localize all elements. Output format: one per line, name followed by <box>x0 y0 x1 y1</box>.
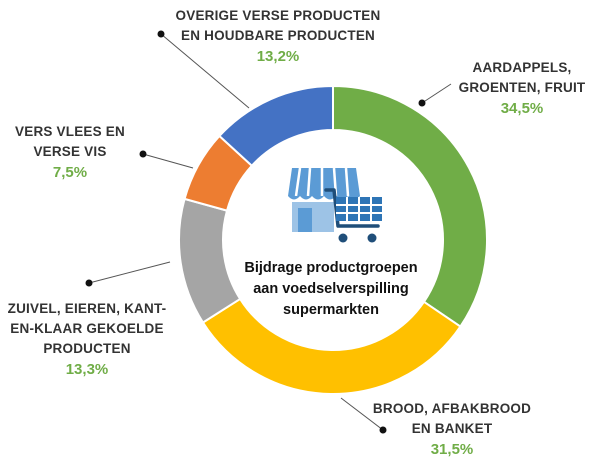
donut-slices <box>178 84 488 395</box>
supermarket-and-cart-icon <box>288 167 382 243</box>
donut-slice-1 <box>332 84 488 328</box>
leader-line-3 <box>88 261 171 284</box>
slice-label-4-line-1: VERS VLEES EN <box>15 124 125 139</box>
slice-label-5-line-2: EN HOUDBARE PRODUCTEN <box>181 28 375 43</box>
donut-slice-3 <box>178 197 242 324</box>
slice-value-label-2: 31,5% <box>431 441 474 458</box>
leader-dot-5 <box>157 30 165 38</box>
leader-dot-3 <box>85 279 93 287</box>
chart-title-line-3: supermarkten <box>283 302 379 318</box>
slice-label-2-line-2: EN BANKET <box>412 421 493 436</box>
slice-labels: AARDAPPELS, GROENTEN, FRUIT 34,5% BROOD, AF… <box>8 8 586 458</box>
donut-slice-5 <box>218 84 334 168</box>
leader-dot-1 <box>418 99 426 107</box>
slice-label-5-line-1: OVERIGE VERSE PRODUCTEN <box>176 8 381 23</box>
leader-line-2 <box>340 397 384 431</box>
leader-line-1 <box>421 83 452 104</box>
slice-label-3-line-2: EN-KLAAR GEKOELDE <box>10 321 163 336</box>
slice-label-2-line-1: BROOD, AFBAKBROOD <box>373 401 531 416</box>
slice-value-label-5: 13,2% <box>257 48 300 65</box>
chart-title-line-1: Bijdrage productgroepen <box>244 260 417 276</box>
leader-lines <box>85 30 452 434</box>
slice-label-3-line-1: ZUIVEL, EIEREN, KANT- <box>8 301 167 316</box>
chart-title-line-2: aan voedselverspilling <box>253 281 409 297</box>
leader-dot-2 <box>379 426 387 434</box>
slice-value-label-3: 13,3% <box>66 361 109 378</box>
slice-value-label-4: 7,5% <box>53 164 87 181</box>
leader-line-5 <box>160 33 250 109</box>
slice-label-1-line-1: AARDAPPELS, <box>473 60 572 75</box>
donut-slice-2 <box>201 297 462 395</box>
leader-dot-4 <box>139 150 147 158</box>
slice-value-label-1: 34,5% <box>501 100 544 117</box>
leader-line-4 <box>142 153 194 169</box>
slice-label-3-line-3: PRODUCTEN <box>43 341 130 356</box>
slice-label-1-line-2: GROENTEN, FRUIT <box>459 80 586 95</box>
slice-label-4-line-2: VERSE VIS <box>33 144 106 159</box>
